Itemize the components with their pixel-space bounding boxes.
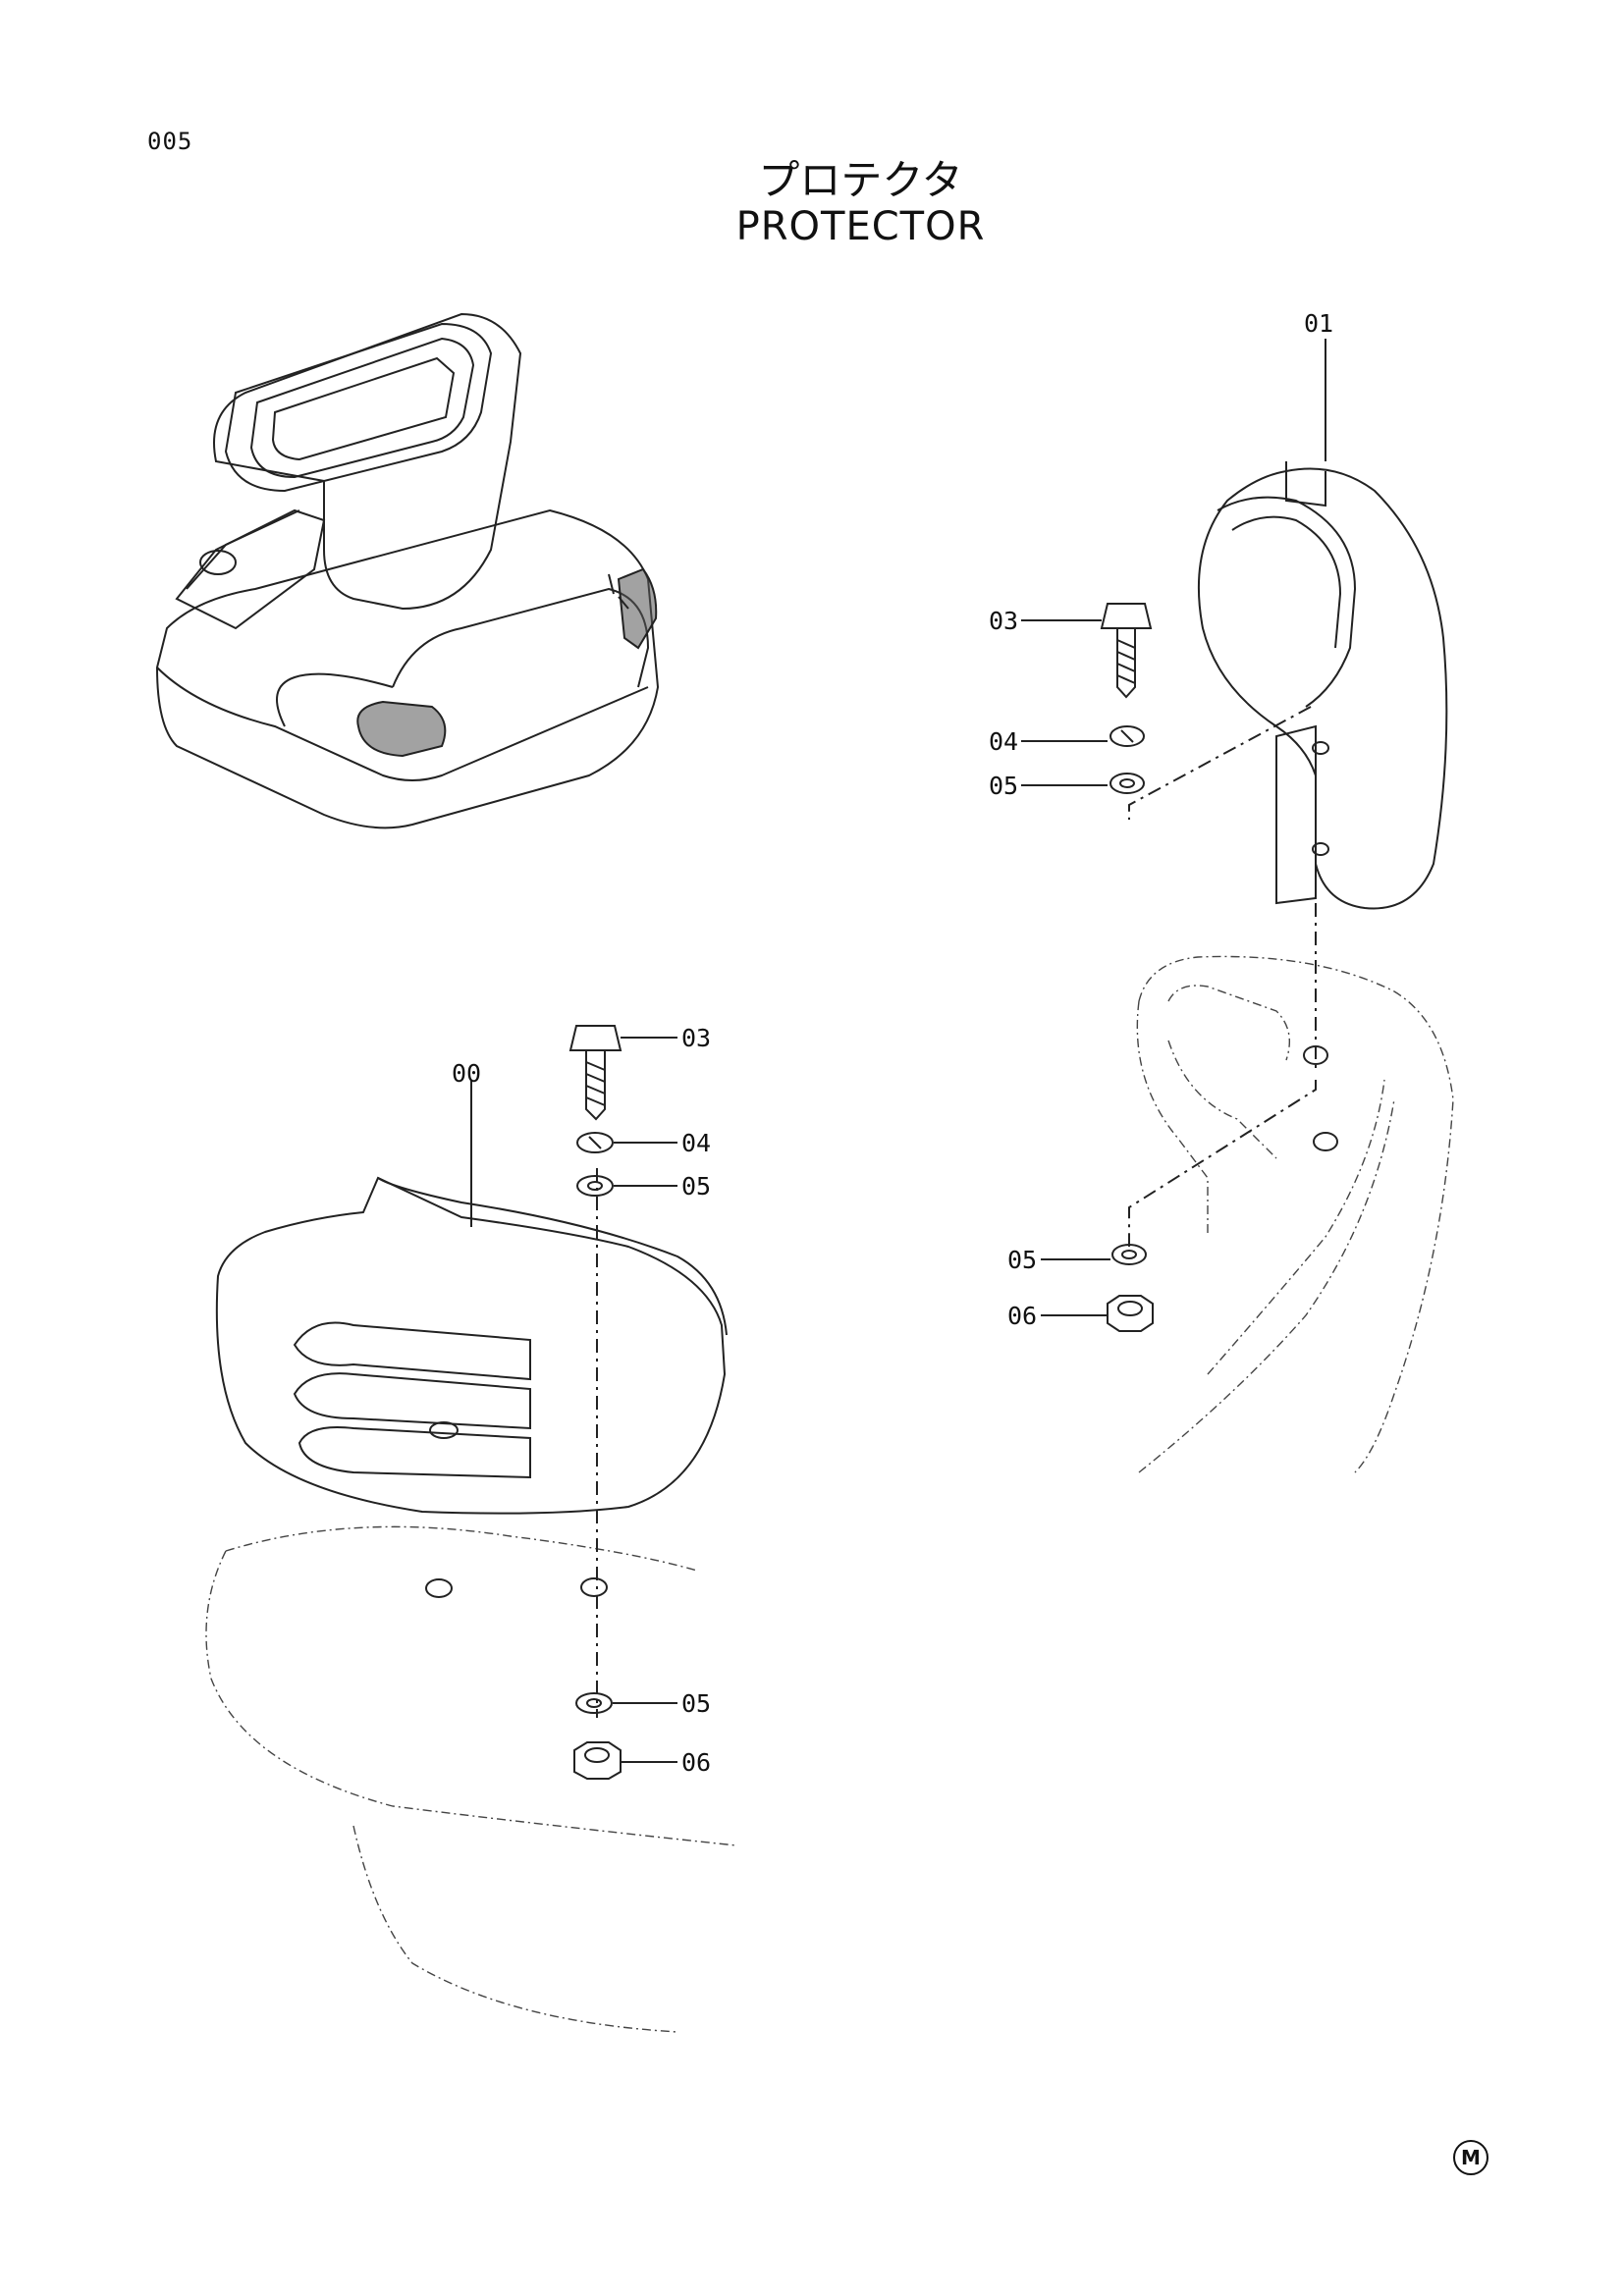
callout-04-right: 04	[989, 727, 1018, 756]
left-protector-assembly	[205, 1025, 737, 2033]
callout-06-left: 06	[681, 1748, 711, 1777]
machine-overview-illustration	[155, 312, 660, 829]
callout-04-left: 04	[681, 1129, 711, 1157]
right-protector-assembly	[1021, 339, 1454, 1473]
page-number: 005	[147, 128, 193, 155]
callout-03-right: 03	[989, 607, 1018, 635]
callout-05-left-upper: 05	[681, 1172, 711, 1201]
title-english: PROTECTOR	[735, 204, 986, 249]
callout-06-right: 06	[1007, 1302, 1037, 1330]
callout-03-left: 03	[681, 1024, 711, 1052]
callout-05-right-upper: 05	[989, 772, 1018, 800]
callout-01: 01	[1304, 309, 1333, 338]
title-japanese: プロテクタ	[758, 156, 963, 204]
callout-00: 00	[452, 1059, 481, 1088]
callout-05-right-lower: 05	[1007, 1246, 1037, 1274]
callout-05-left-lower: 05	[681, 1689, 711, 1718]
manufacturer-mark: M	[1453, 2140, 1488, 2175]
